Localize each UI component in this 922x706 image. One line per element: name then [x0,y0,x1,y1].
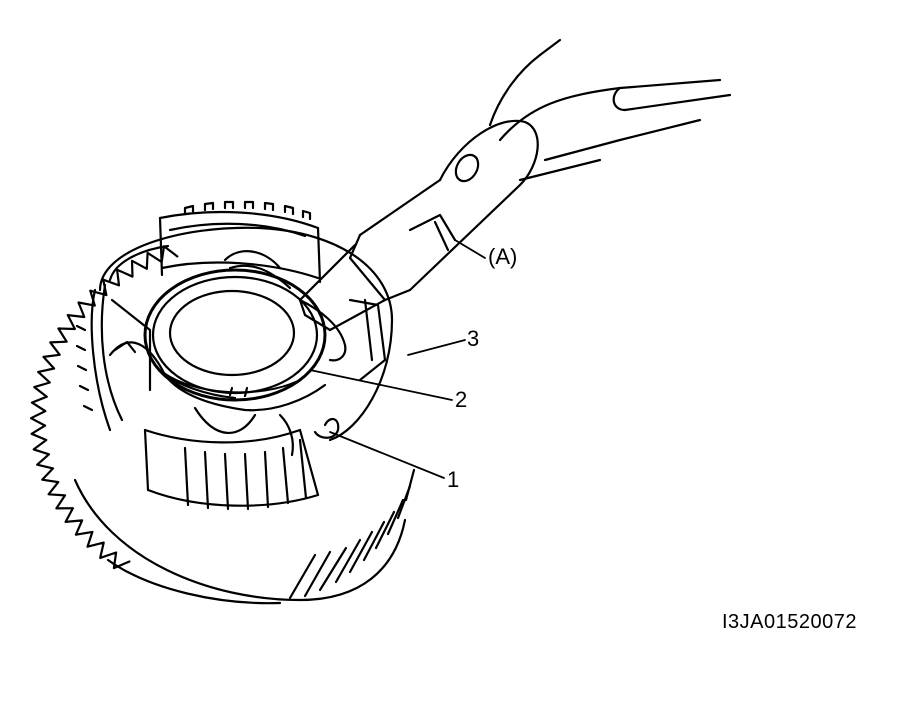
leader-3 [407,339,466,356]
gear-teeth [29,245,179,570]
snap-ring-pliers [298,38,732,332]
snap-ring [143,268,327,402]
leader-2 [309,369,453,401]
leader-a [454,239,486,259]
callout-part-3: 3 [467,326,480,351]
figure-code: I3JA01520072 [722,611,858,633]
callout-part-1: 1 [447,467,460,492]
gear-body [29,245,416,605]
callout-tool-a: (A) [488,244,518,269]
hub-body [75,200,394,511]
callout-part-2: 2 [455,387,468,412]
leader-1 [329,431,445,479]
leader-lines [309,239,486,479]
synchronizer-spring [108,250,347,457]
